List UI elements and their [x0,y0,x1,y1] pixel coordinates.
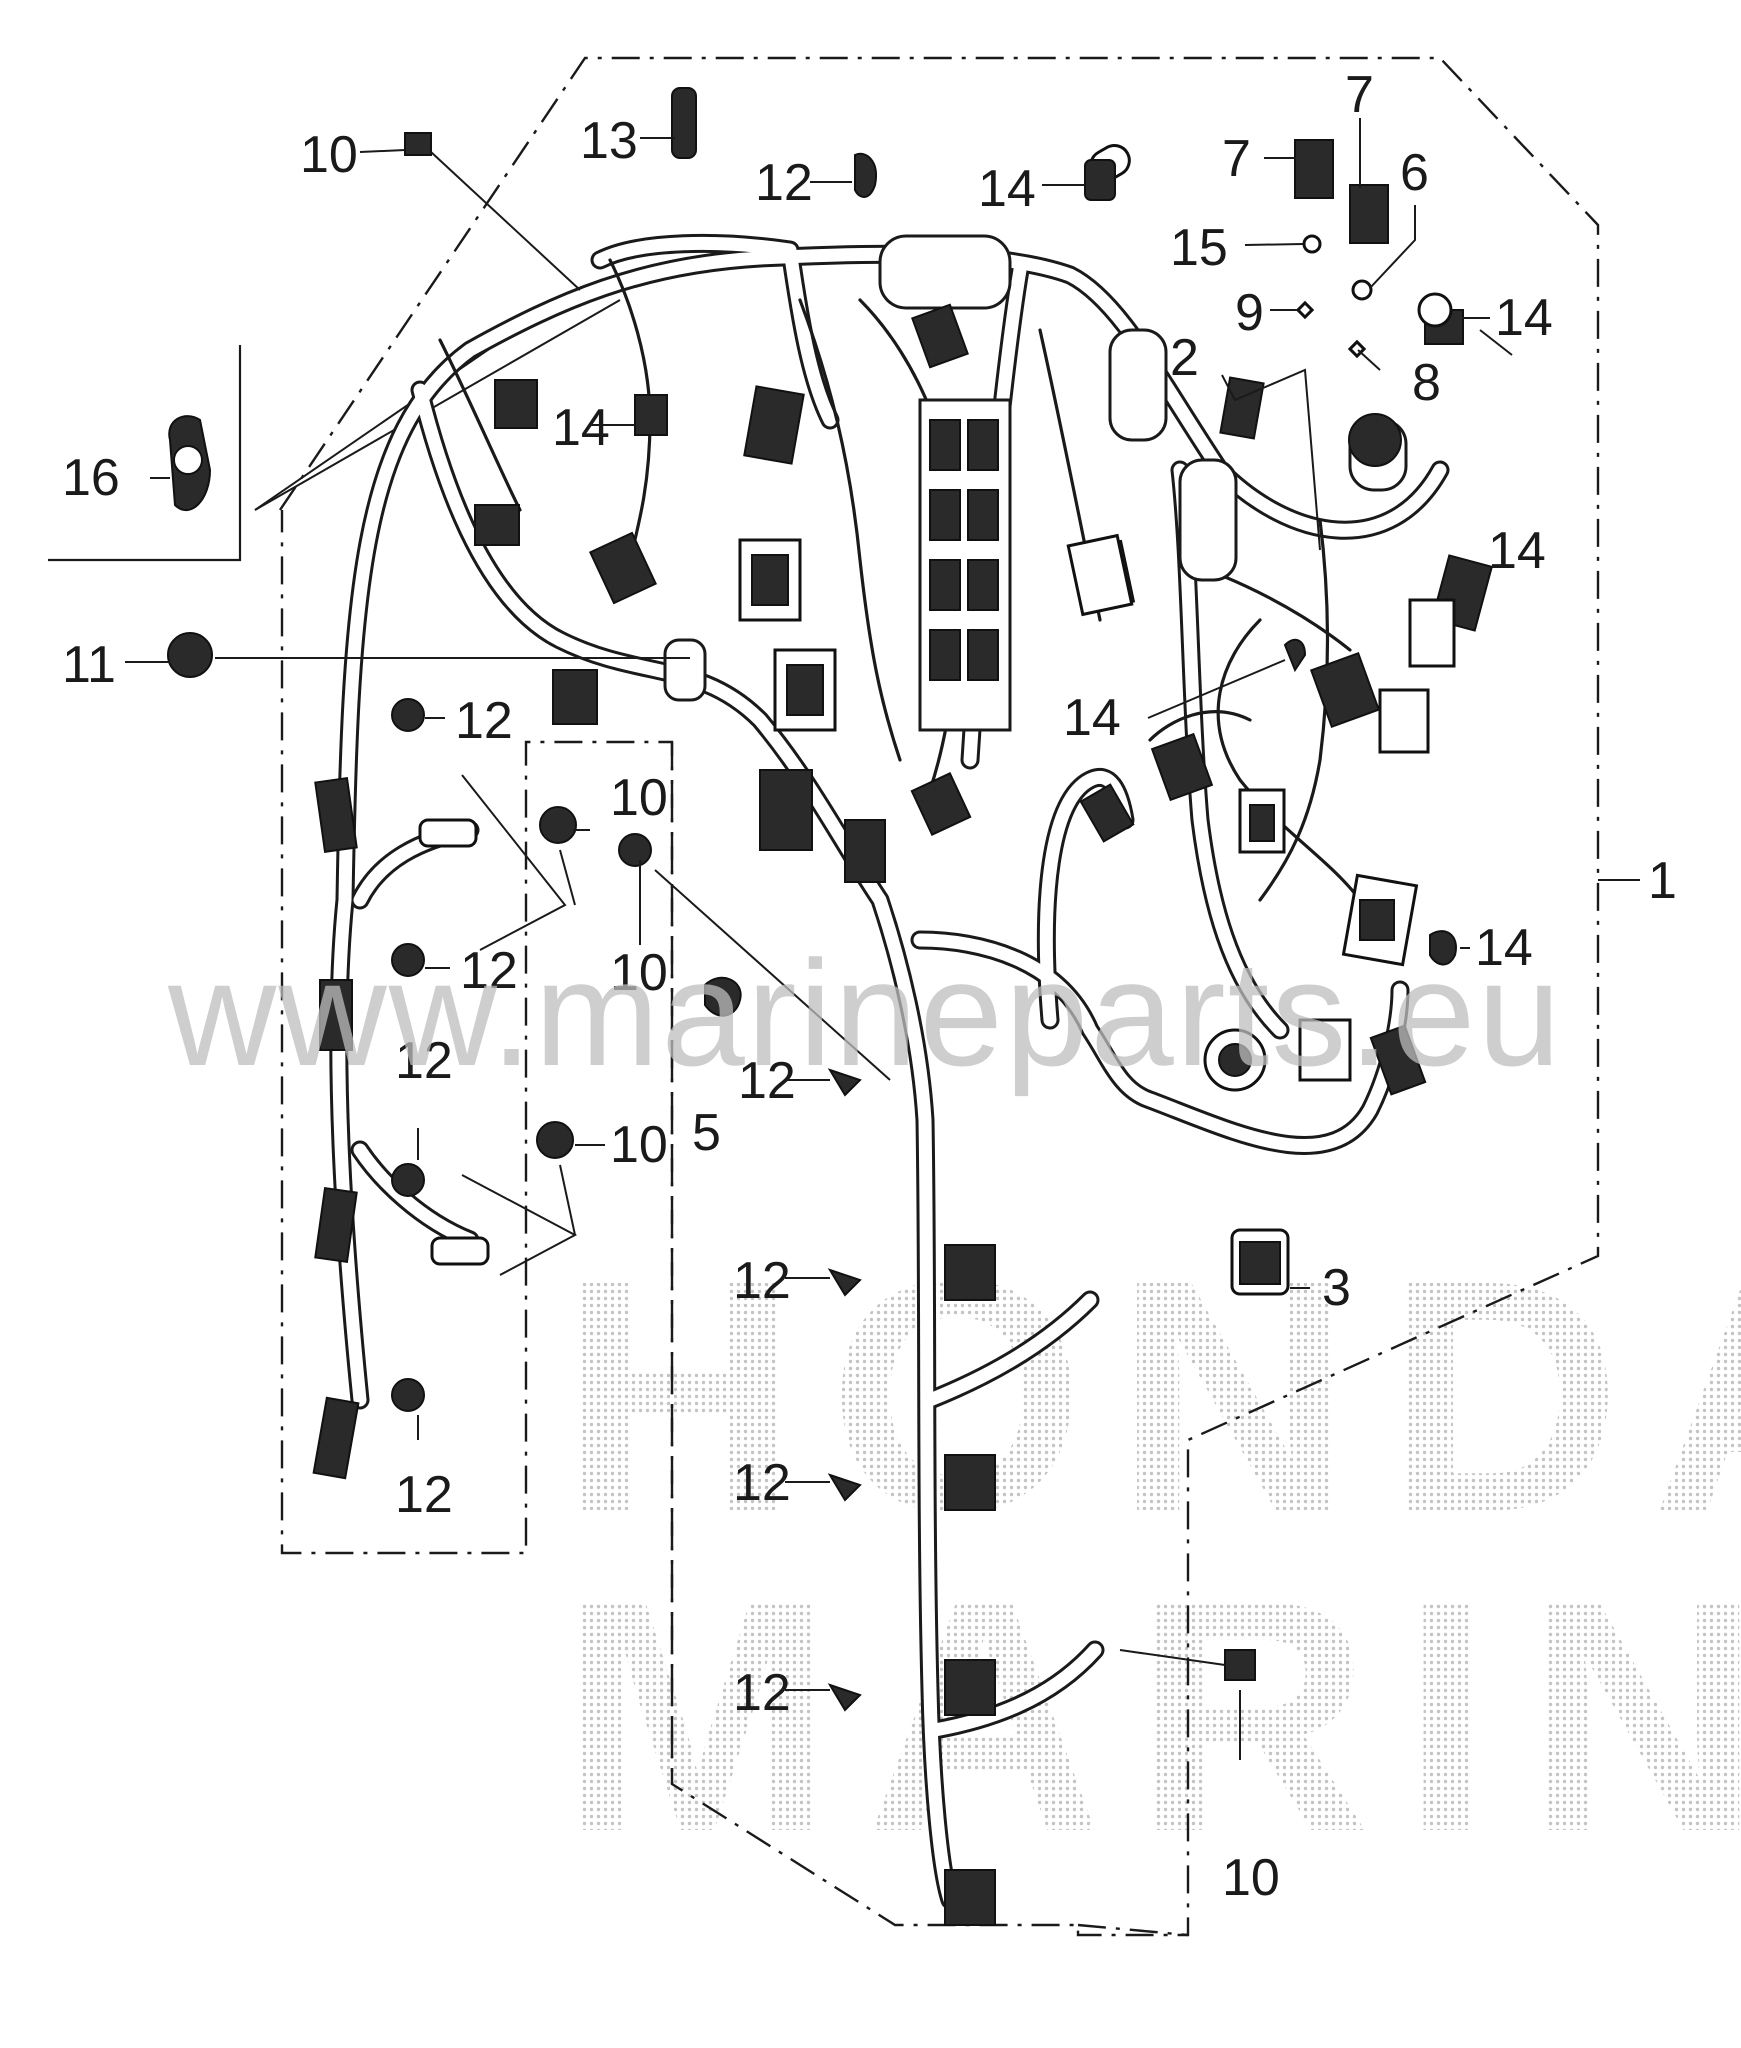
part11-grommet [167,632,213,678]
callout-6: 6 [1400,144,1429,202]
part14-band-left [634,394,668,436]
callout-12d: 12 [395,1032,453,1090]
callout-3: 3 [1322,1259,1351,1317]
part5-clip [704,976,742,1017]
callout-10b: 10 [610,769,668,827]
watermark-brand-line1: HONDA [560,1211,1741,1580]
callout-10d: 10 [610,1116,668,1174]
callout-8: 8 [1412,354,1441,412]
callout-12c: 12 [460,942,518,1000]
part14-band-top-body [1084,159,1116,201]
callout-14a: 14 [978,160,1036,218]
part13-clip [671,87,697,159]
callout-5: 5 [692,1104,721,1162]
part14-band-lower-right [1429,930,1457,966]
harness-sleeves [663,234,1408,702]
callout-14b: 14 [552,399,610,457]
callout-2: 2 [1170,329,1199,387]
callout-14c: 14 [1495,289,1553,347]
part7-cap-a [1294,139,1334,199]
callout-14d: 14 [1488,522,1546,580]
main-harness [312,233,1494,1926]
part12-clip-mid-c [827,1473,862,1502]
leader-lines [125,118,1513,1760]
harness-connectors [312,303,1494,1926]
callout-12b: 12 [455,692,513,750]
callout-7a: 7 [1222,130,1251,188]
part10-bolt-bottom [1224,1649,1256,1681]
callout-13: 13 [580,112,638,170]
callout-12e: 12 [395,1466,453,1524]
part12-clip-mid-d [827,1683,862,1712]
callout-15: 15 [1170,219,1228,277]
callout-12i: 12 [733,1664,791,1722]
callout-10c: 10 [610,944,668,1002]
callout-12f: 12 [738,1052,796,1110]
honda-marine-watermark: HONDA MARINE [560,1211,1741,1900]
part14-band-center [1283,638,1307,673]
part10-nut-b [618,833,652,867]
fuse-box [918,398,1012,732]
callout-7b: 7 [1345,66,1374,124]
callout-12g: 12 [733,1252,791,1310]
assembly-outline [279,56,1640,1937]
part12-clip-mid-b [827,1268,862,1297]
part12-clip-left-a [391,698,425,732]
callout-11: 11 [62,636,116,694]
callout-10e: 10 [1222,1849,1280,1907]
part12-clip-left-b [391,943,425,977]
harness-trunk-fill [332,236,1447,1907]
part10-nut-a [539,806,577,844]
callout-12a: 12 [755,154,813,212]
callout-16: 16 [62,449,120,507]
part16-grommet [168,415,212,512]
callout-14e: 14 [1063,689,1121,747]
callout-labels: 1 2 3 5 6 7 7 8 9 10 10 10 10 10 11 12 1… [62,66,1677,1907]
part12-clip-mid-a [827,1068,862,1097]
callout-10a: 10 [300,126,358,184]
callout-12h: 12 [733,1454,791,1512]
callout-1: 1 [1648,852,1677,910]
part2-relay [1219,376,1265,440]
part6-fuse [1351,279,1373,301]
part12-clip-left-d [391,1378,425,1412]
part10-bolt-top [404,132,432,156]
part12-clip-left-c [391,1163,425,1197]
part12-clip-top [854,152,877,198]
watermark-url: www.marineparts.eu [167,929,1563,1097]
loose-parts [167,87,1464,1712]
callout-9: 9 [1235,284,1264,342]
callout-14f: 14 [1475,919,1533,977]
part7-cap-b [1349,184,1389,244]
part10-nut-c [536,1121,574,1159]
part9-fuse [1295,300,1315,320]
part15-fuse [1302,234,1322,254]
